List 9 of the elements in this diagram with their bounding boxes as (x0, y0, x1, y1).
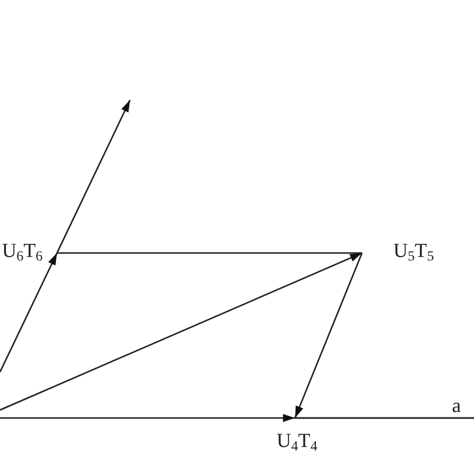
point-label: U$_{6}$T$_{6}$ (2, 241, 43, 265)
arrow (294, 252, 363, 418)
arrow (0, 414, 295, 422)
arrow (0, 252, 362, 411)
arrow (56, 100, 131, 254)
axis-label: a (452, 396, 461, 416)
point-label: U$_{5}$T$_{5}$ (393, 241, 434, 265)
point-label: U$_{4}$T$_{4}$ (276, 430, 318, 454)
arrow (0, 252, 58, 372)
